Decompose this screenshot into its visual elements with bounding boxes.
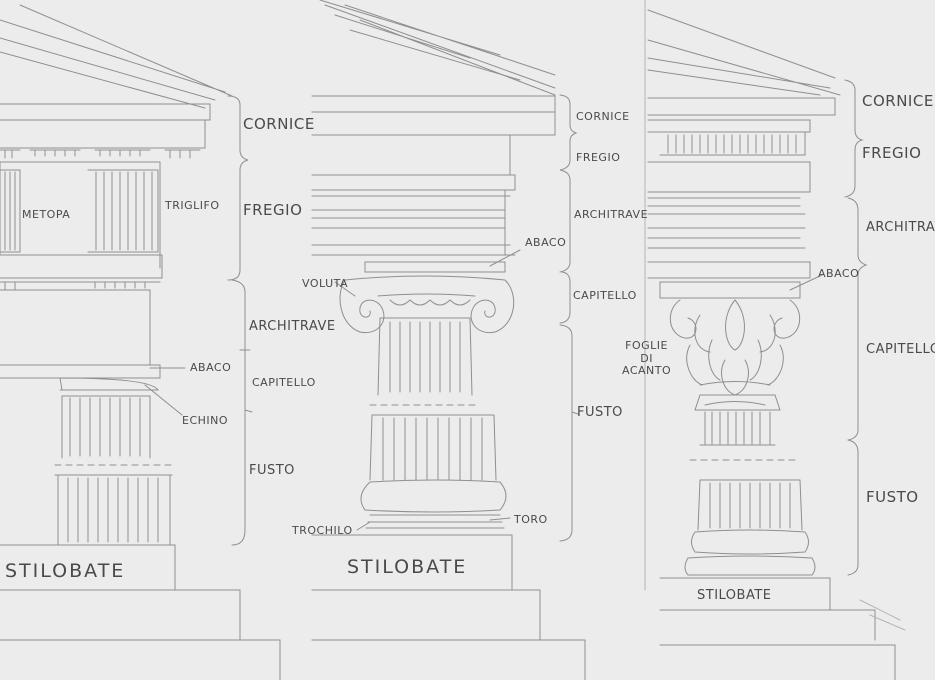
label-doric-abaco: ABACO: [190, 361, 232, 374]
label-ionic-capitello: CAPITELLO: [573, 289, 637, 302]
label-ionic-toro: TORO: [514, 513, 548, 526]
label-doric-fusto: FUSTO: [249, 463, 295, 478]
label-corinthian-fregio: FREGIO: [862, 144, 922, 162]
label-ionic-voluta: VOLUTA: [302, 277, 349, 290]
label-corinthian-stilobate: STILOBATE: [697, 588, 772, 603]
label-doric-metopa: METOPA: [22, 208, 71, 221]
label-corinthian-architrave: ARCHITRAVE: [866, 220, 935, 235]
label-ionic-abaco: ABACO: [525, 236, 567, 249]
label-ionic-trochilo: TROCHILO: [292, 524, 353, 537]
label-corinthian-foglie-di-acanto: FOGLIE DI ACANTO: [622, 339, 672, 378]
label-doric-capitello: CAPITELLO: [252, 376, 316, 389]
label-doric-architrave: ARCHITRAVE: [249, 319, 336, 334]
label-corinthian-fusto: FUSTO: [866, 488, 919, 506]
label-doric-fregio: FREGIO: [243, 201, 303, 219]
label-doric-cornice: CORNICE: [243, 115, 315, 133]
label-corinthian-cornice: CORNICE: [862, 92, 934, 110]
label-ionic-fregio: FREGIO: [576, 151, 621, 164]
doric-order-drawing: [0, 4, 281, 680]
label-ionic-cornice: CORNICE: [576, 110, 630, 123]
label-ionic-fusto: FUSTO: [577, 405, 623, 420]
label-ionic-architrave: ARCHITRAVE: [574, 208, 649, 221]
label-ionic-stilobate: STILOBATE: [347, 556, 468, 578]
label-doric-echino: ECHINO: [182, 414, 229, 427]
label-corinthian-capitello: CAPITELLO: [866, 342, 935, 357]
label-doric-triglifo: TRIGLIFO: [165, 199, 220, 212]
ionic-order-drawing: [311, 0, 586, 680]
label-doric-stilobate: STILOBATE: [5, 560, 126, 582]
label-corinthian-abaco: ABACO: [818, 267, 860, 280]
corinthian-order-drawing: [644, 0, 906, 680]
